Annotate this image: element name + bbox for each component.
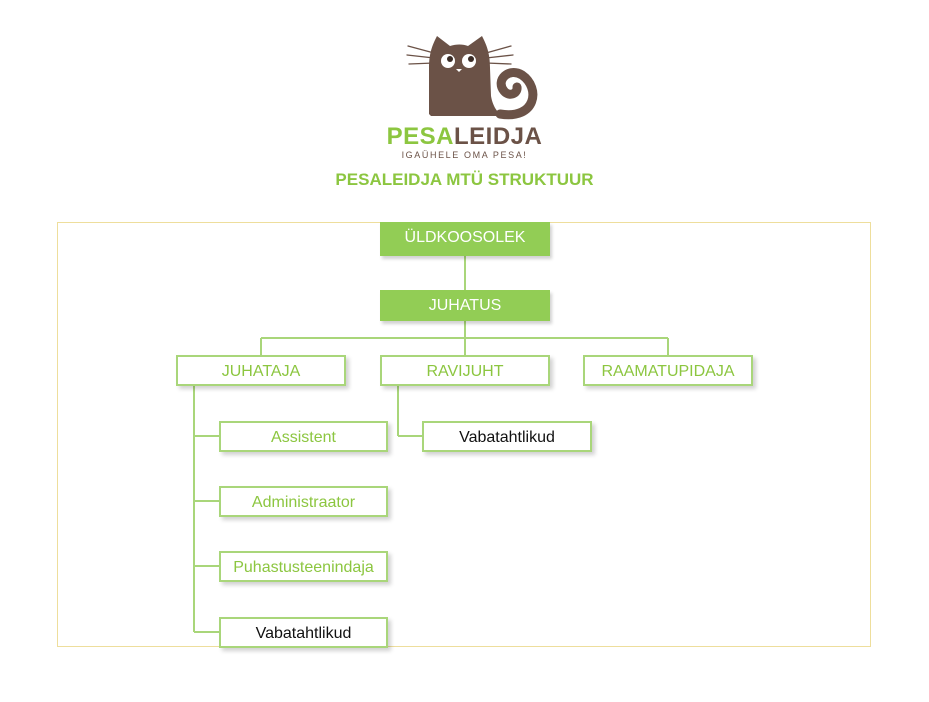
node-assistant: Assistent	[219, 421, 388, 452]
node-administrator: Administraator	[219, 486, 388, 517]
node-accountant: RAAMATUPIDAJA	[583, 355, 753, 386]
node-volunteers-manager: Vabatahtlikud	[219, 617, 388, 648]
node-manager: JUHATAJA	[176, 355, 346, 386]
brand-part-2: LEIDJA	[454, 123, 543, 150]
node-board: JUHATUS	[380, 290, 550, 321]
node-general-meeting: ÜLDKOOSOLEK	[380, 222, 550, 256]
brand-tagline: IGAÜHELE OMA PESA!	[401, 150, 528, 160]
node-head-of-care: RAVIJUHT	[380, 355, 550, 386]
brand-part-1: PESA	[386, 123, 454, 150]
cat-logo-icon	[406, 36, 538, 120]
brand-name: PESALEIDJA	[0, 123, 929, 151]
logo: PESALEIDJA IGAÜHELE OMA PESA!	[0, 0, 929, 170]
node-cleaner: Puhastusteenindaja	[219, 551, 388, 582]
diagram-title: PESALEIDJA MTÜ STRUKTUUR	[335, 170, 594, 189]
node-volunteers-care: Vabatahtlikud	[422, 421, 592, 452]
